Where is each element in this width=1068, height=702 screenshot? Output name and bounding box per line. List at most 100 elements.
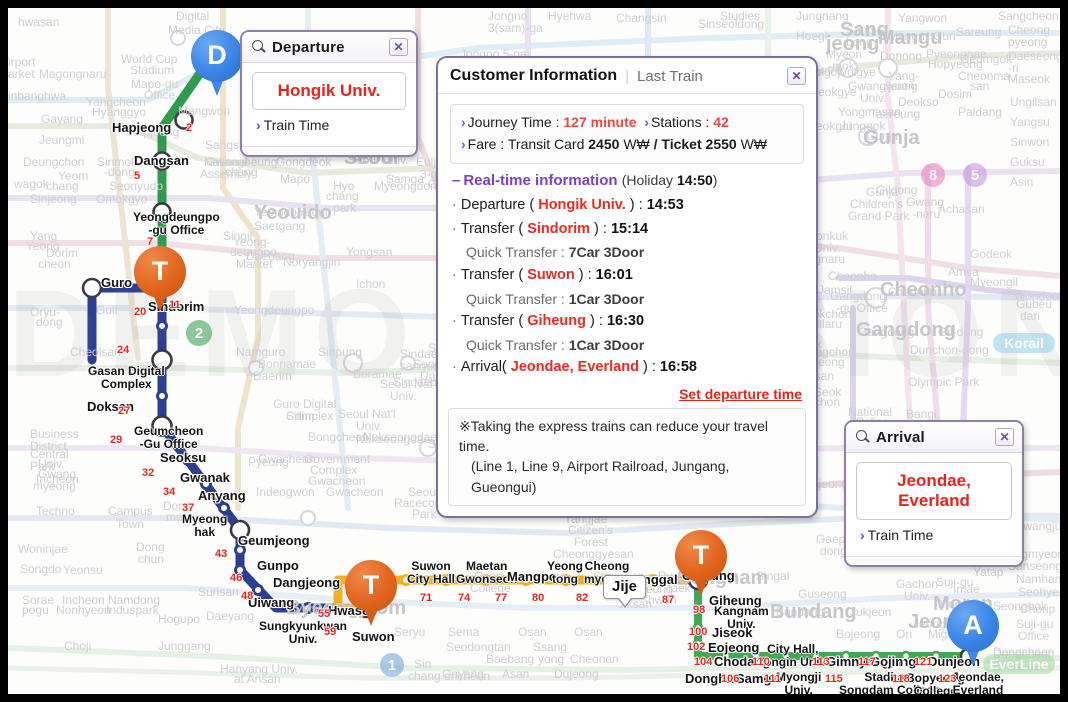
header-divider: | bbox=[625, 67, 630, 85]
chevron-right-icon: › bbox=[644, 114, 649, 130]
realtime-step-sep: ) : bbox=[586, 313, 607, 330]
fare-card-unit: W₩ bbox=[623, 135, 650, 152]
transfer-pin-suwon[interactable]: T bbox=[345, 560, 397, 628]
quick-transfer-label: Quick Transfer : bbox=[466, 336, 565, 353]
bullet-icon: · bbox=[452, 220, 457, 237]
pin-label: D bbox=[207, 39, 227, 70]
realtime-step: ·Departure ( Hongik Univ. ) : 14:53 bbox=[452, 194, 802, 217]
arrival-panel-body: Jeondae, Everland ›Train Time bbox=[846, 453, 1022, 556]
departure-close-button[interactable]: ✕ bbox=[389, 38, 408, 56]
journey-time-value: 127 minute bbox=[563, 114, 637, 130]
pin-label: T bbox=[362, 569, 380, 600]
realtime-step-station: Jeondae, Everland bbox=[510, 359, 639, 376]
realtime-step-sep: ) : bbox=[574, 267, 596, 284]
bullet-icon: · bbox=[452, 267, 457, 284]
realtime-step-sep: ) : bbox=[625, 197, 647, 214]
arrival-pin[interactable]: A bbox=[947, 600, 999, 668]
departure-panel-body: Hongik Univ. ›Train Time bbox=[242, 63, 416, 146]
realtime-step-kind: Transfer ( bbox=[460, 267, 528, 284]
departure-train-time-label: Train Time bbox=[263, 117, 330, 133]
chevron-right-icon: › bbox=[461, 135, 466, 152]
pin-bulb bbox=[191, 30, 243, 82]
fare-ticket-value: 2550 bbox=[705, 135, 737, 152]
pin-label: T bbox=[692, 539, 710, 570]
arrival-station-value[interactable]: Jeondae, Everland bbox=[856, 462, 1012, 520]
departure-pin[interactable]: D bbox=[191, 30, 243, 98]
station-callout-jije[interactable]: Jije bbox=[603, 575, 647, 608]
realtime-step-sep: ) : bbox=[638, 359, 660, 376]
realtime-step-kind: Arrival( bbox=[460, 359, 511, 376]
transfer-pin-sindorim[interactable]: T bbox=[134, 246, 186, 314]
customer-information-close-button[interactable]: ✕ bbox=[787, 67, 806, 85]
realtime-step: ·Transfer ( Giheung ) : 16:30 bbox=[452, 310, 802, 333]
realtime-step-station: Suwon bbox=[527, 267, 575, 284]
journey-time-label: Journey Time : bbox=[467, 114, 560, 130]
express-note-line-1: ※Taking the express trains can reduce yo… bbox=[459, 417, 768, 455]
arrival-close-button[interactable]: ✕ bbox=[995, 428, 1014, 446]
pin-bulb bbox=[675, 530, 727, 582]
line-number-badge: 1 bbox=[380, 653, 404, 677]
line-name-pill: Korail bbox=[993, 333, 1055, 353]
express-train-note: ※Taking the express trains can reduce yo… bbox=[448, 407, 806, 506]
search-icon bbox=[856, 429, 871, 445]
realtime-step-kind: Transfer ( bbox=[460, 313, 528, 330]
quick-transfer-value: 7Car 3Door bbox=[564, 244, 645, 261]
fare-ticket-unit: W₩ bbox=[740, 135, 768, 152]
realtime-step: ·Transfer ( Sindorim ) : 15:14 bbox=[452, 218, 802, 241]
departure-panel-footer bbox=[242, 146, 416, 155]
arrival-train-time-label: Train Time bbox=[867, 527, 934, 543]
line-number-badge: 8 bbox=[921, 163, 945, 187]
customer-information-title: Customer Information bbox=[450, 67, 618, 84]
arrival-panel-footer bbox=[846, 556, 1022, 565]
express-note-line-2: (Line 1, Line 9, Airport Railroad, Junga… bbox=[471, 458, 730, 495]
bullet-icon: · bbox=[452, 197, 457, 214]
dash-icon: – bbox=[452, 172, 461, 190]
last-train-tab[interactable]: Last Train bbox=[637, 67, 703, 85]
journey-summary-box: ›Journey Time : 127 minute ›Stations : 4… bbox=[450, 104, 804, 165]
quick-transfer-info: Quick Transfer : 1Car 3Door bbox=[452, 288, 802, 311]
transfer-pin-giheung[interactable]: T bbox=[675, 530, 727, 598]
bullet-icon: · bbox=[452, 359, 457, 376]
departure-panel-title: Departure bbox=[272, 38, 345, 56]
holiday-suffix: ) bbox=[712, 172, 718, 189]
realtime-step-time: 14:53 bbox=[646, 197, 684, 214]
quick-transfer-label: Quick Transfer : bbox=[466, 290, 565, 307]
customer-information-header: Customer Information | Last Train ✕ bbox=[438, 58, 816, 94]
quick-transfer-info: Quick Transfer : 1Car 3Door bbox=[452, 334, 802, 357]
arrival-panel[interactable]: Arrival ✕ Jeondae, Everland ›Train Time bbox=[844, 420, 1024, 567]
realtime-step-station: Giheung bbox=[527, 313, 586, 330]
realtime-step-sep: ) : bbox=[590, 220, 611, 237]
customer-information-panel[interactable]: Customer Information | Last Train ✕ ›Jou… bbox=[436, 56, 818, 518]
departure-station-value[interactable]: Hongik Univ. bbox=[252, 72, 406, 110]
arrival-panel-header: Arrival ✕ bbox=[846, 422, 1022, 453]
journey-summary-row-1: ›Journey Time : 127 minute ›Stations : 4… bbox=[461, 112, 793, 134]
pin-bulb bbox=[947, 600, 999, 652]
realtime-step: ·Transfer ( Suwon ) : 16:01 bbox=[452, 264, 802, 287]
departure-train-time-link[interactable]: ›Train Time bbox=[252, 110, 406, 142]
realtime-step-time: 16:30 bbox=[606, 313, 645, 330]
chevron-right-icon: › bbox=[256, 117, 261, 133]
set-departure-time-link[interactable]: Set departure time bbox=[679, 385, 802, 402]
chevron-right-icon: › bbox=[461, 114, 466, 130]
pin-bulb bbox=[134, 246, 186, 298]
stations-label: Stations : bbox=[650, 114, 710, 130]
journey-summary-row-2: ›Fare : Transit Card 2450 W₩ / Ticket 25… bbox=[461, 134, 793, 156]
realtime-step-time: 16:01 bbox=[595, 267, 633, 284]
departure-panel-header: Departure ✕ bbox=[242, 32, 416, 63]
pin-label: A bbox=[963, 609, 983, 640]
line-name-pill: EverLine bbox=[983, 654, 1055, 674]
fare-separator: / Ticket bbox=[653, 135, 702, 152]
set-departure-time-row: Set departure time bbox=[452, 386, 802, 404]
realtime-step-kind: Departure ( bbox=[460, 197, 539, 214]
realtime-step: ·Arrival( Jeondae, Everland ) : 16:58 bbox=[452, 356, 802, 379]
quick-transfer-value: 1Car 3Door bbox=[564, 290, 645, 307]
realtime-step-station: Sindorim bbox=[527, 220, 591, 237]
pin-bulb bbox=[345, 560, 397, 612]
realtime-information-section: –Real-time information (Holiday 14:50) ·… bbox=[452, 172, 802, 379]
arrival-train-time-link[interactable]: ›Train Time bbox=[856, 520, 1012, 552]
chevron-right-icon: › bbox=[860, 527, 865, 543]
arrival-panel-title: Arrival bbox=[876, 428, 925, 446]
departure-panel[interactable]: Departure ✕ Hongik Univ. ›Train Time bbox=[240, 30, 418, 157]
holiday-info: (Holiday 14:50) bbox=[622, 172, 718, 188]
